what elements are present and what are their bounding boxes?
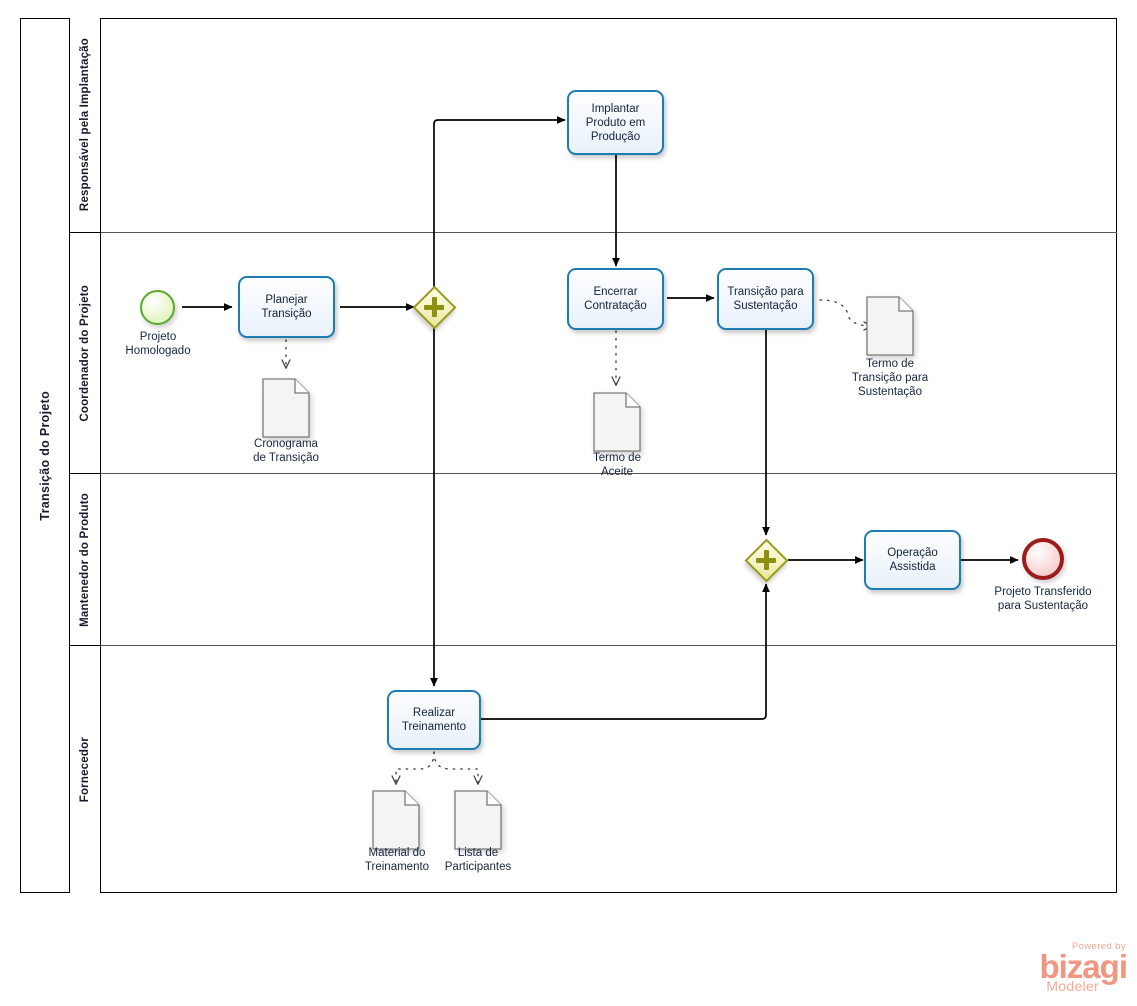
task-realizar-treinamento[interactable]: Realizar Treinamento bbox=[387, 690, 481, 750]
logo-product-text: Modeler bbox=[1046, 977, 1099, 994]
data-object-label-termo-aceite: Termo de Aceite bbox=[593, 452, 641, 478]
data-object-termo-de-transicao-para-sustentacao[interactable] bbox=[866, 296, 914, 356]
task-implantar-produto-em-producao[interactable]: Implantar Produto em Produção bbox=[567, 90, 664, 155]
start-event-label: Projeto Homologado bbox=[125, 331, 191, 357]
lane-header-mantenedor: Mantenedor do Produto bbox=[70, 474, 101, 646]
data-object-label-termo-transicao: Termo de Transição para Sustentação bbox=[851, 358, 929, 398]
data-object-label-material: Material do Treinamento bbox=[364, 847, 430, 873]
data-object-lista-de-participantes[interactable] bbox=[454, 790, 502, 850]
lane-body-mantenedor bbox=[101, 474, 1117, 646]
start-event-projeto-homologado[interactable] bbox=[140, 290, 175, 325]
logo-powered-by-text: Powered by bbox=[1071, 941, 1126, 952]
data-object-termo-de-aceite[interactable] bbox=[593, 392, 641, 452]
lane-body-responsavel bbox=[101, 18, 1117, 233]
plus-icon bbox=[756, 550, 776, 570]
plus-icon bbox=[424, 297, 444, 317]
parallel-gateway-split[interactable] bbox=[412, 285, 456, 329]
data-object-material-do-treinamento[interactable] bbox=[372, 790, 420, 850]
lane-header-fornecedor: Fornecedor bbox=[70, 646, 101, 893]
lane-header-responsavel: Responsável pela Implantação bbox=[70, 18, 101, 233]
pool-title: Transição do Projeto bbox=[20, 18, 70, 893]
parallel-gateway-join[interactable] bbox=[744, 538, 788, 582]
end-event-label: Projeto Transferido para Sustentação bbox=[994, 586, 1092, 612]
task-planejar-transicao[interactable]: Planejar Transição bbox=[238, 276, 335, 338]
task-operacao-assistida[interactable]: Operação Assistida bbox=[864, 530, 961, 590]
data-object-label-cronograma: Cronograma de Transição bbox=[253, 438, 319, 464]
lane-header-coordenador: Coordenador do Projeto bbox=[70, 233, 101, 474]
task-transicao-para-sustentacao[interactable]: Transição para Sustentação bbox=[717, 268, 814, 330]
end-event-projeto-transferido[interactable] bbox=[1022, 538, 1064, 580]
data-object-cronograma-de-transicao[interactable] bbox=[262, 378, 310, 438]
bizagi-logo: Powered by bizagi Modeler bbox=[1003, 942, 1129, 1000]
lane-body-coordenador bbox=[101, 233, 1117, 474]
pool-transicao-do-projeto bbox=[20, 18, 1117, 893]
task-encerrar-contratacao[interactable]: Encerrar Contratação bbox=[567, 268, 664, 330]
data-object-label-lista: Lista de Participantes bbox=[444, 847, 512, 873]
logo-brand-text: bizagi bbox=[1039, 947, 1128, 985]
